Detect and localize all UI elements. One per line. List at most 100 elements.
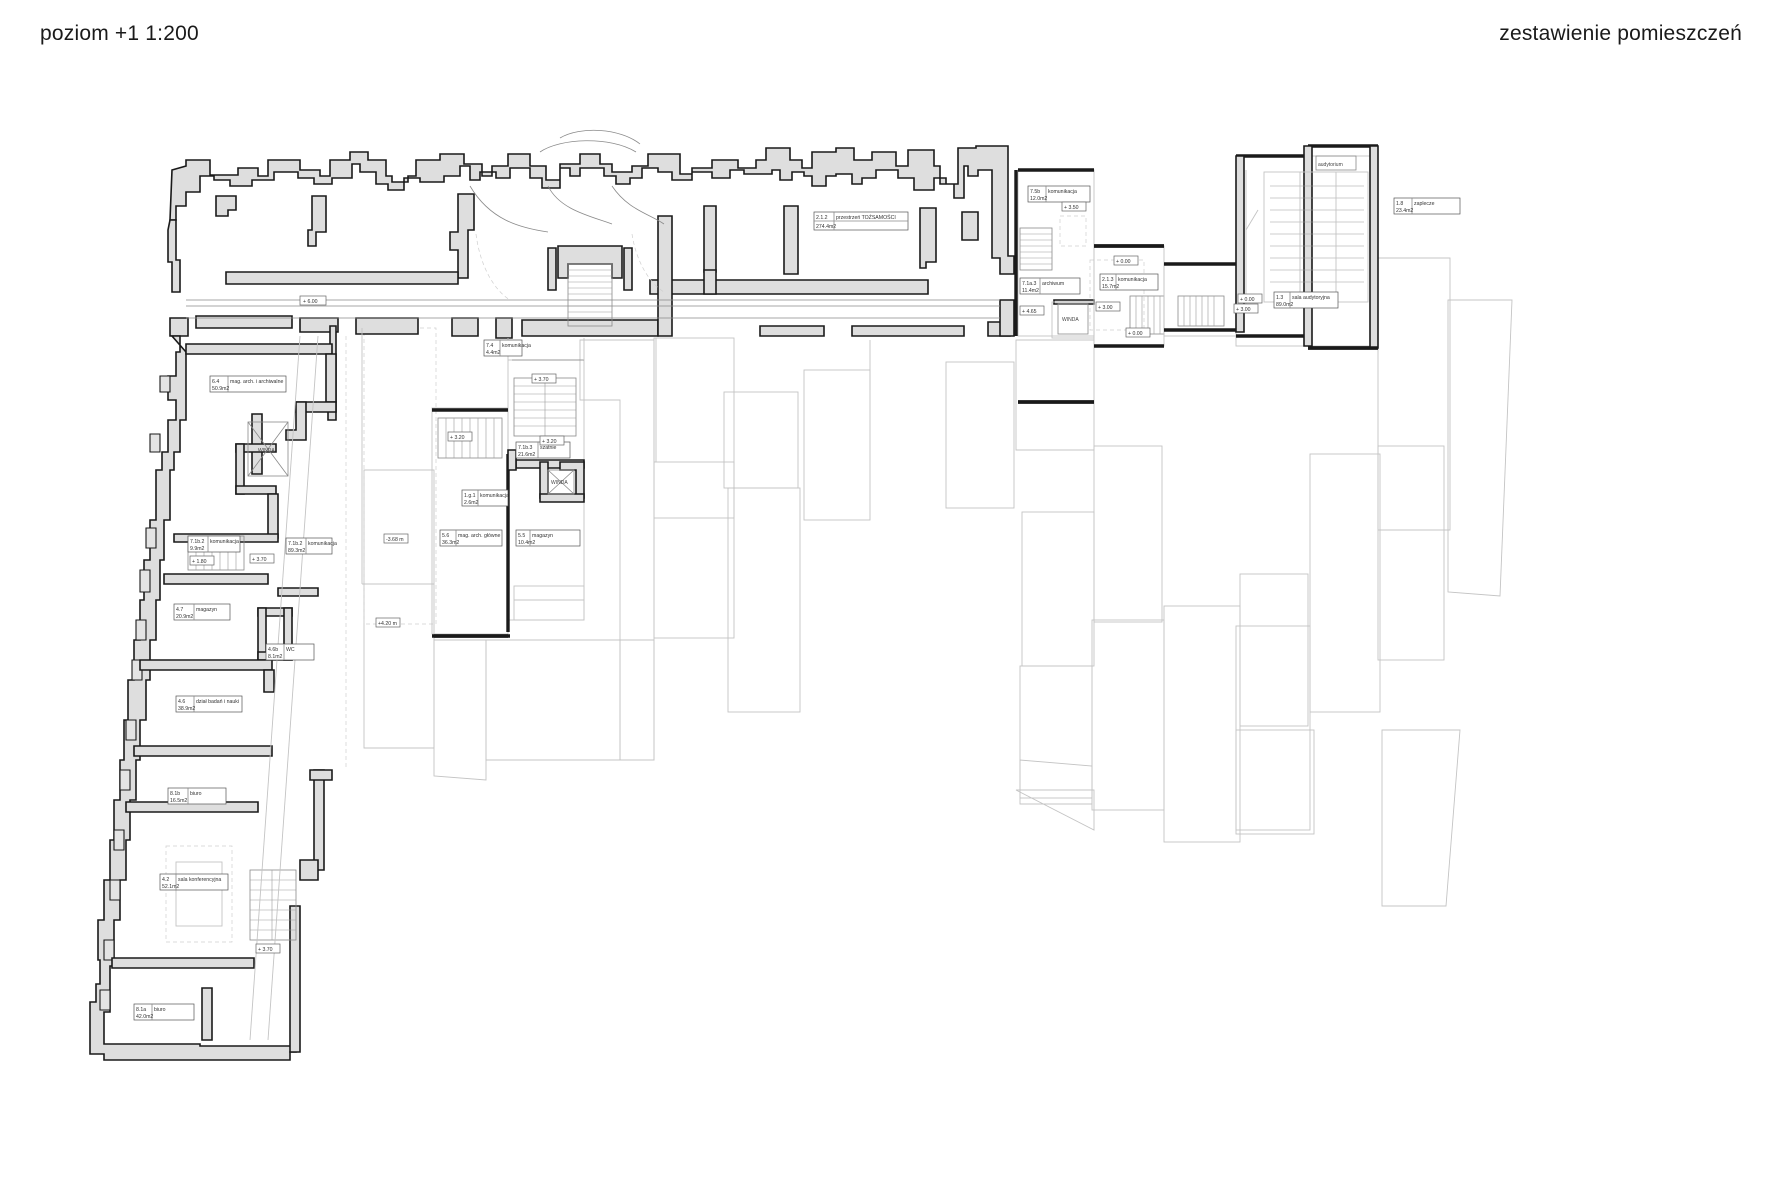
svg-text:1.g.1: 1.g.1	[464, 493, 476, 499]
svg-text:sala konferencyjna: sala konferencyjna	[178, 877, 221, 883]
room-label-15: 4.7 20.9m2 magazyn	[173, 603, 231, 621]
room-label-10: 1.g.1 2.6m2 komunikacja	[461, 489, 509, 507]
level-marker: + 0.00	[1237, 293, 1263, 304]
svg-text:7.4: 7.4	[486, 343, 493, 349]
room-label-6: 1.8 23.4m2 zaplecze	[1393, 197, 1461, 215]
svg-text:21.6m2: 21.6m2	[518, 452, 535, 458]
svg-text:4.2: 4.2	[162, 877, 169, 883]
room-label-18: 8.1b 16.5m2 biuro	[167, 787, 227, 805]
svg-text:38.9m2: 38.9m2	[178, 706, 195, 712]
svg-text:dział badań i nauki: dział badań i nauki	[196, 699, 239, 705]
svg-text:-3.68 m: -3.68 m	[386, 537, 404, 543]
conference-table	[165, 845, 233, 943]
svg-text:4.6b: 4.6b	[268, 647, 278, 653]
room-labels: 2.1.2 274.4m2 przestrzeń TOŻSAMOŚCI 7.5b…	[133, 185, 1461, 1021]
level-marker: + 0.00	[1113, 255, 1139, 266]
west-lift-label: WINDA	[258, 448, 275, 454]
svg-text:23.4m2: 23.4m2	[1396, 208, 1413, 214]
auditorium-label: audytorium	[1318, 162, 1343, 168]
room-label-20: 8.1a 42.0m2 biuro	[133, 1003, 195, 1021]
context-outlines	[363, 257, 1513, 907]
svg-text:+ 3.00: + 3.00	[1098, 305, 1113, 311]
svg-text:+4.20 m: +4.20 m	[378, 621, 397, 627]
room-label-14: 7.1b.2 89.3m2 komunikacja	[285, 537, 337, 555]
svg-text:WC: WC	[286, 647, 295, 653]
svg-text:magazyn: magazyn	[196, 607, 217, 613]
svg-text:1.3: 1.3	[1276, 295, 1283, 301]
svg-text:archiwum: archiwum	[1042, 281, 1064, 287]
svg-text:7.1a.3: 7.1a.3	[1022, 281, 1037, 287]
level-marker: +4.20 m	[375, 617, 401, 628]
room-label-7: 7.4 4.4m2 komunikacja	[483, 339, 531, 357]
east-lift: WINDA	[1057, 303, 1089, 335]
svg-text:2.6m2: 2.6m2	[464, 500, 479, 506]
room-label-5: 1.3 89.0m2 sala audytoryjna	[1273, 291, 1339, 309]
east-blocks: WINDA	[1014, 144, 1379, 404]
level-marker: + 1.80	[189, 555, 215, 566]
svg-text:5.6: 5.6	[442, 533, 449, 539]
room-label-17: 4.6 38.9m2 dział badań i nauki	[175, 695, 243, 713]
svg-text:+ 3.00: + 3.00	[1236, 307, 1251, 313]
svg-text:zaplecze: zaplecze	[1414, 201, 1435, 207]
svg-text:mag. arch. i archiwalne: mag. arch. i archiwalne	[230, 379, 283, 385]
room-label-3: 7.1a.3 11.4m2 archiwum	[1019, 277, 1081, 295]
svg-text:+ 4.65: + 4.65	[1022, 309, 1037, 315]
svg-text:+ 3.20: + 3.20	[542, 439, 557, 445]
svg-text:4.7: 4.7	[176, 607, 183, 613]
svg-text:przestrzeń TOŻSAMOŚCI: przestrzeń TOŻSAMOŚCI	[836, 213, 896, 221]
room-label-1: 2.1.2 274.4m2 przestrzeń TOŻSAMOŚCI	[813, 211, 909, 231]
svg-text:16.5m2: 16.5m2	[170, 798, 187, 804]
svg-text:komunikacja: komunikacja	[210, 539, 239, 545]
svg-text:+ 0.00: + 0.00	[1240, 297, 1255, 303]
svg-text:15.7m2: 15.7m2	[1102, 284, 1119, 290]
level-marker: + 3.20	[447, 431, 473, 442]
svg-text:10.4m2: 10.4m2	[518, 540, 535, 546]
svg-text:42.0m2: 42.0m2	[136, 1014, 153, 1020]
svg-text:mag. arch. główne: mag. arch. główne	[458, 533, 501, 539]
level-marker: + 4.65	[1019, 305, 1045, 316]
level-marker: + 3.00	[1095, 301, 1121, 312]
svg-text:89.3m2: 89.3m2	[288, 548, 305, 554]
central-stair	[567, 263, 613, 327]
svg-text:8.1b: 8.1b	[170, 791, 180, 797]
level-marker: -3.68 m	[383, 533, 409, 544]
central-lift: WINDA	[547, 469, 575, 495]
svg-text:7.1b.2: 7.1b.2	[288, 541, 303, 547]
level-marker: + 3.00	[1233, 303, 1259, 314]
svg-text:2.1.2: 2.1.2	[816, 215, 828, 221]
svg-text:8.1m2: 8.1m2	[268, 654, 283, 660]
svg-text:komunikacja: komunikacja	[502, 343, 531, 349]
svg-text:52.1m2: 52.1m2	[162, 884, 179, 890]
room-label-12: 5.5 10.4m2 magazyn	[515, 529, 581, 547]
north-wing	[167, 129, 1015, 339]
svg-text:7.1b.2: 7.1b.2	[190, 539, 205, 545]
svg-text:4.4m2: 4.4m2	[486, 350, 501, 356]
svg-text:7.5b: 7.5b	[1030, 189, 1040, 195]
svg-text:274.4m2: 274.4m2	[816, 224, 836, 230]
level-marker: + 3.20	[539, 435, 565, 446]
room-label-2: 7.5b 12.0m2 komunikacja	[1027, 185, 1091, 203]
svg-text:4.6: 4.6	[178, 699, 185, 705]
svg-text:89.0m2: 89.0m2	[1276, 302, 1293, 308]
svg-text:+ 3.70: + 3.70	[534, 377, 549, 383]
svg-text:20.9m2: 20.9m2	[176, 614, 193, 620]
svg-text:1.8: 1.8	[1396, 201, 1403, 207]
svg-text:biuro: biuro	[190, 791, 202, 797]
central-lift-label: WINDA	[551, 480, 568, 486]
level-markers: + 6.00 + 3.50 + 0.00 + 3.00 + 4.65 + 0.0…	[189, 201, 1263, 954]
level-marker: + 3.50	[1061, 201, 1087, 212]
svg-text:+ 0.00: + 0.00	[1128, 331, 1143, 337]
svg-text:2.1.3: 2.1.3	[1102, 277, 1114, 283]
svg-text:komunikacja: komunikacja	[1118, 277, 1147, 283]
svg-text:szatnie: szatnie	[540, 445, 557, 451]
svg-text:5.5: 5.5	[518, 533, 525, 539]
svg-text:6.4: 6.4	[212, 379, 219, 385]
svg-text:36.3m2: 36.3m2	[442, 540, 459, 546]
svg-text:sala audytoryjna: sala audytoryjna	[1292, 295, 1330, 301]
svg-text:+ 3.20: + 3.20	[450, 435, 465, 441]
svg-text:9.9m2: 9.9m2	[190, 546, 205, 552]
svg-text:7.1b.3: 7.1b.3	[518, 445, 533, 451]
level-marker: + 3.70	[249, 553, 275, 564]
svg-text:+ 1.80: + 1.80	[192, 559, 207, 565]
